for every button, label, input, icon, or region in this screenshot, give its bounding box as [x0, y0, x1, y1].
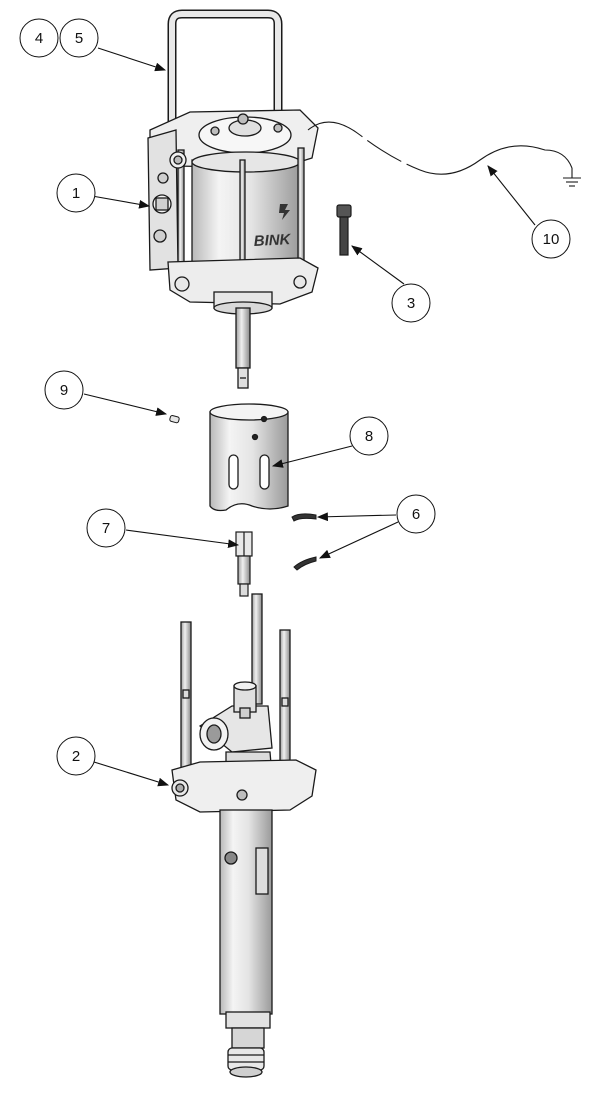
svg-text:6: 6 [412, 506, 420, 523]
svg-text:10: 10 [543, 231, 560, 248]
callout-9: 9 [44, 370, 84, 410]
pump-cylinder [219, 809, 273, 1015]
callout-2: 2 [56, 736, 96, 776]
callout-3: 3 [391, 283, 431, 323]
motor-bottom-plate [167, 257, 319, 305]
callout-4: 4 [19, 18, 59, 58]
svg-text:8: 8 [365, 428, 373, 445]
brand-label: BINK [253, 231, 292, 250]
callout-10: 10 [531, 219, 571, 259]
callout-7: 7 [86, 508, 126, 548]
svg-text:2: 2 [72, 748, 80, 765]
mounting-plate [171, 759, 317, 813]
svg-text:1: 1 [72, 185, 80, 202]
coupling-rod [235, 531, 253, 597]
svg-text:4: 4 [35, 30, 43, 47]
air-motor: BINK [147, 9, 319, 389]
callout-1: 1 [56, 173, 96, 213]
ground-symbol-icon [563, 168, 581, 187]
cap-screw [336, 204, 352, 256]
svg-text:9: 9 [60, 382, 68, 399]
retaining-clips [291, 513, 317, 571]
callout-8: 8 [349, 416, 389, 456]
pin [169, 415, 180, 424]
svg-text:7: 7 [102, 520, 110, 537]
callout-5: 5 [59, 18, 99, 58]
coupling-shield [209, 403, 289, 512]
callout-leaders [83, 47, 536, 787]
lower-pump [171, 593, 317, 1078]
piston-rod [235, 307, 251, 369]
svg-text:3: 3 [407, 295, 415, 312]
callout-6: 6 [396, 494, 436, 534]
svg-text:5: 5 [75, 30, 83, 47]
ground-wire [307, 121, 581, 187]
